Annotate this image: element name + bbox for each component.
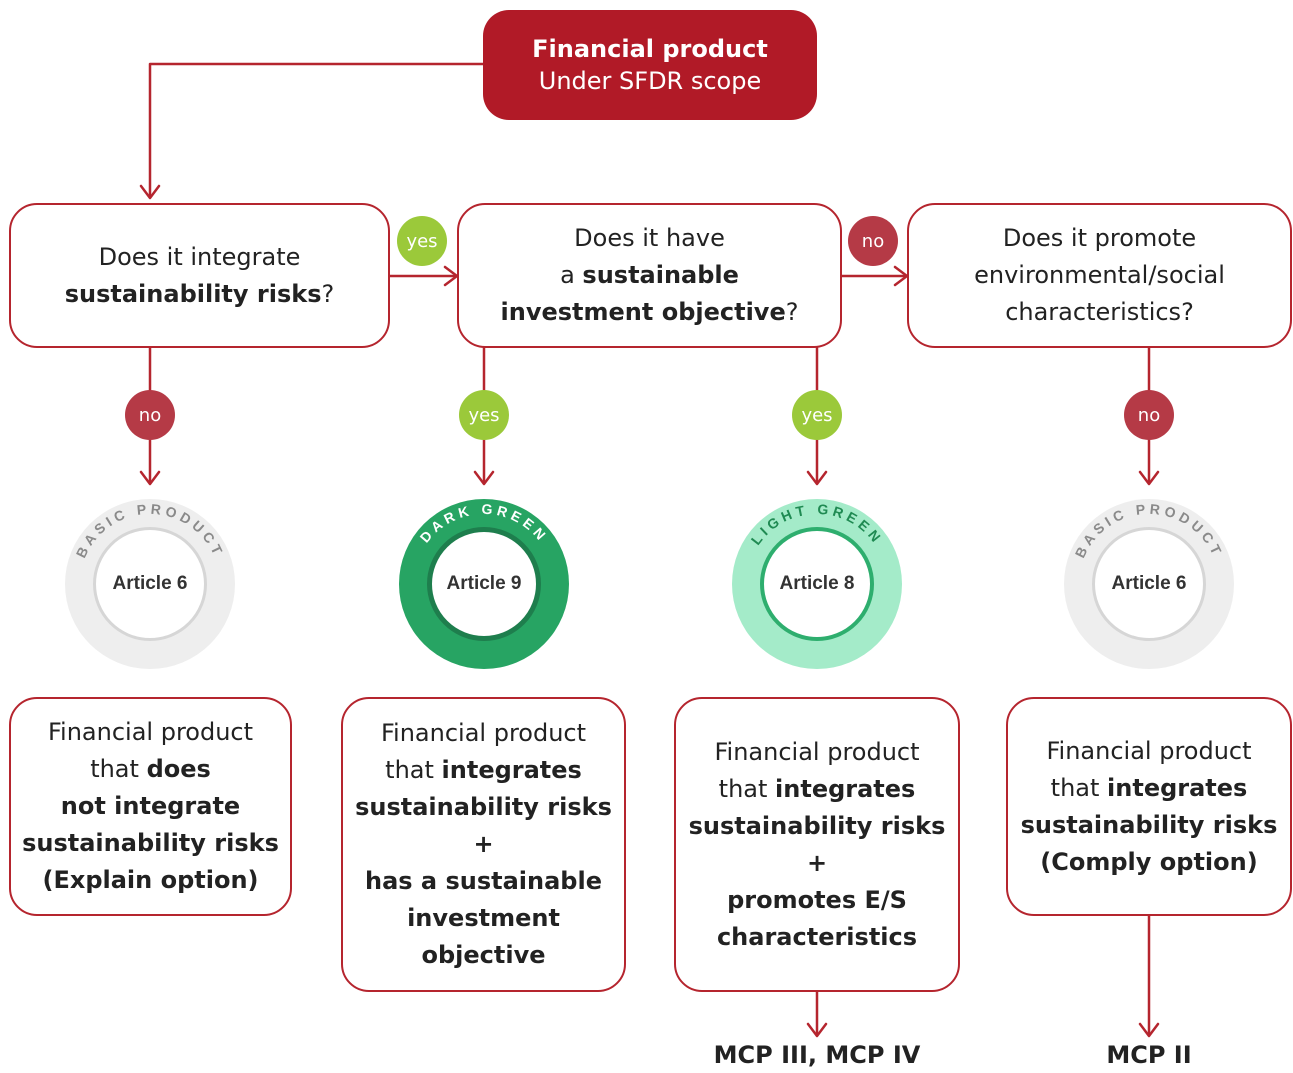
outcome-explain-option: Financial product that does not integrat… [9, 697, 292, 916]
question-promote-characteristics: Does it promote environmental/social cha… [907, 203, 1292, 348]
o2-pre: that [385, 756, 442, 784]
outcome-comply-option: Financial product that integrates sustai… [1006, 697, 1292, 916]
connector-start-to-q1 [148, 62, 485, 198]
o3-line-1: Financial product [714, 737, 920, 766]
start-subtitle: Under SFDR scope [538, 67, 762, 95]
start-title: Financial product [532, 35, 768, 63]
q2-pre: a [560, 261, 583, 289]
o1-line-2: that does [90, 751, 211, 788]
o2-line-1: Financial product [380, 719, 587, 747]
badge-basic-product-article-6-right: BASIC PRODUCT Article 6 [1064, 499, 1234, 669]
o1-line-4: sustainability risks [22, 829, 279, 857]
q3-line-2: environmental/social [974, 261, 1225, 289]
badge-article-label: Article 9 [427, 527, 541, 641]
badge-article-label: Article 6 [93, 527, 207, 641]
badge-article-label: Article 6 [1092, 527, 1206, 641]
o2-line-3: sustainability risks [355, 793, 612, 821]
q2-line-3: investment objective? [501, 294, 799, 331]
arrowhead [139, 184, 161, 200]
o4-line-3: sustainability risks [1020, 810, 1278, 839]
o2-line-4: + [473, 830, 494, 858]
arrowhead [1138, 470, 1160, 486]
badge-basic-product-article-6: BASIC PRODUCT Article 6 [65, 499, 235, 669]
q2-bold-2: investment objective [500, 298, 786, 326]
o2-line-2: that integrates [385, 752, 582, 789]
outcome-article-9-description: Financial product that integrates sustai… [341, 697, 626, 992]
q2-tail: ? [785, 298, 799, 326]
o3-bold: integrates [775, 774, 916, 803]
yes-pill-q2-down-left: yes [459, 390, 509, 440]
o1-line-5: (Explain option) [42, 866, 259, 894]
o4-bold: integrates [1107, 773, 1248, 802]
no-pill-q3-down: no [1124, 390, 1174, 440]
question-sustainable-objective: Does it have a sustainable investment ob… [457, 203, 842, 348]
q2-line-2: a sustainable [560, 257, 739, 294]
o4-line-1: Financial product [1046, 736, 1252, 765]
question-integrate-risks: Does it integrate sustainability risks? [9, 203, 390, 348]
yes-pill-q2-down-right: yes [792, 390, 842, 440]
o1-bold: does [146, 755, 211, 783]
o4-line-4: (Comply option) [1040, 847, 1258, 876]
o1-line-3: not integrate [60, 792, 241, 820]
badge-article-label: Article 8 [760, 527, 874, 641]
start-node-financial-product: Financial product Under SFDR scope [483, 10, 817, 120]
arrowhead [139, 470, 161, 486]
q3-line-1: Does it promote [1002, 224, 1197, 252]
o2-bold: integrates [441, 756, 582, 784]
o2-line-7: objective [421, 941, 546, 969]
no-pill-q1-down: no [125, 390, 175, 440]
mcp-label-iii-iv: MCP III, MCP IV [713, 1041, 921, 1069]
arrowhead [806, 470, 828, 486]
arrowhead [1138, 1022, 1160, 1038]
q1-line-1: Does it integrate [98, 242, 301, 271]
q1-bold-text: sustainability risks [64, 279, 322, 308]
o3-line-4: + [806, 848, 828, 877]
o2-line-6: investment [407, 904, 560, 932]
o1-line-1: Financial product [47, 718, 254, 746]
mcp-label-ii: MCP II [1106, 1041, 1192, 1069]
no-pill-q2-q3: no [848, 216, 898, 266]
o4-pre: that [1050, 773, 1108, 802]
q3-line-3: characteristics? [1005, 298, 1194, 326]
o3-pre: that [718, 774, 776, 803]
q1-line-2: sustainability risks? [65, 276, 335, 313]
badge-light-green-article-8: LIGHT GREEN Article 8 [732, 499, 902, 669]
q1-tail: ? [321, 279, 335, 308]
badge-dark-green-article-9: DARK GREEN Article 9 [399, 499, 569, 669]
yes-pill-q1-q2: yes [397, 216, 447, 266]
arrowhead [473, 470, 495, 486]
o3-line-2: that integrates [719, 771, 916, 808]
o1-pre: that [90, 755, 147, 783]
q2-line-1: Does it have [574, 224, 725, 252]
o3-line-5: promotes E/S [727, 885, 907, 914]
o3-line-3: sustainability risks [688, 811, 946, 840]
outcome-article-8-description: Financial product that integrates sustai… [674, 697, 960, 992]
arrowhead [806, 1022, 828, 1038]
o3-line-6: characteristics [716, 922, 918, 951]
o4-line-2: that integrates [1051, 770, 1248, 807]
q2-bold-1: sustainable [582, 261, 739, 289]
o2-line-5: has a sustainable [365, 867, 602, 895]
